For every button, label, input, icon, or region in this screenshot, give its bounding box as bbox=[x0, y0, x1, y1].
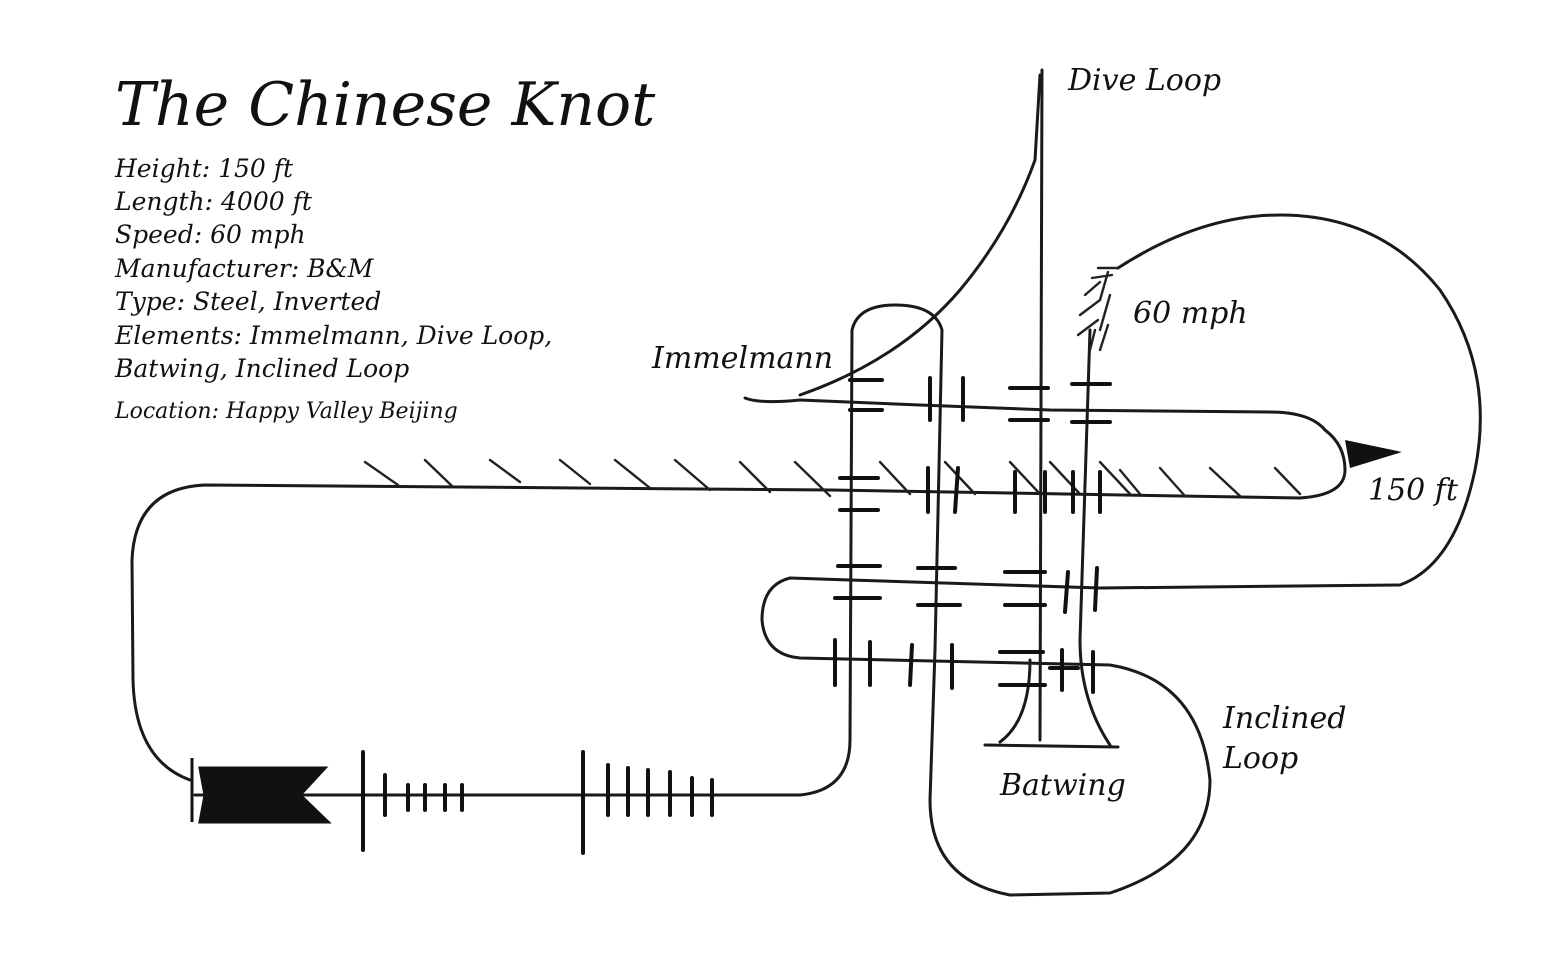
spec-type: Type: Steel, Inverted bbox=[115, 287, 381, 316]
spec-location: Location: Happy Valley Beijing bbox=[114, 399, 458, 424]
element-labels: Dive Loop 60 mph Immelmann 150 ft Inclin… bbox=[651, 63, 1459, 803]
spec-speed: Speed: 60 mph bbox=[115, 220, 306, 249]
spec-height: Height: 150 ft bbox=[114, 154, 294, 183]
label-immelmann: Immelmann bbox=[651, 341, 833, 376]
outer-return-track bbox=[1078, 328, 1112, 747]
track-ties bbox=[361, 376, 1302, 855]
label-batwing: Batwing bbox=[999, 768, 1126, 803]
label-inclined-loop: Loop bbox=[1222, 741, 1298, 776]
immelmann-curve bbox=[798, 73, 1042, 397]
train-arrow-icon bbox=[190, 758, 332, 824]
tie bbox=[953, 466, 960, 514]
diagram-title: The Chinese Knot bbox=[115, 70, 656, 140]
outer-loop-arc bbox=[760, 213, 1482, 897]
lift-hill-track bbox=[130, 396, 1347, 782]
label-height: 150 ft bbox=[1368, 473, 1459, 508]
specs-list: Height: 150 ft Length: 4000 ft Speed: 60… bbox=[114, 154, 552, 424]
spec-elements: Elements: Immelmann, Dive Loop, bbox=[114, 321, 552, 350]
dive-loop-drop bbox=[1038, 68, 1044, 742]
station-track bbox=[193, 303, 944, 797]
label-dive-loop: Dive Loop bbox=[1067, 63, 1221, 98]
direction-markers bbox=[190, 266, 1402, 824]
label-speed: 60 mph bbox=[1133, 296, 1248, 331]
spec-elements-cont: Batwing, Inclined Loop bbox=[114, 354, 409, 383]
spec-length: Length: 4000 ft bbox=[114, 187, 313, 216]
label-inclined: Inclined bbox=[1222, 701, 1346, 736]
tie bbox=[1063, 570, 1070, 614]
track-lines bbox=[130, 68, 1482, 897]
arrow-right-icon bbox=[1345, 440, 1402, 468]
batwing-base bbox=[983, 743, 1120, 749]
tie bbox=[1093, 566, 1099, 612]
chain-lift-marks bbox=[363, 458, 1302, 498]
brake-feathers-icon bbox=[1076, 266, 1120, 352]
batwing-left-leg bbox=[998, 658, 1032, 744]
spec-manufacturer: Manufacturer: B&M bbox=[114, 254, 375, 283]
tie bbox=[908, 643, 914, 687]
